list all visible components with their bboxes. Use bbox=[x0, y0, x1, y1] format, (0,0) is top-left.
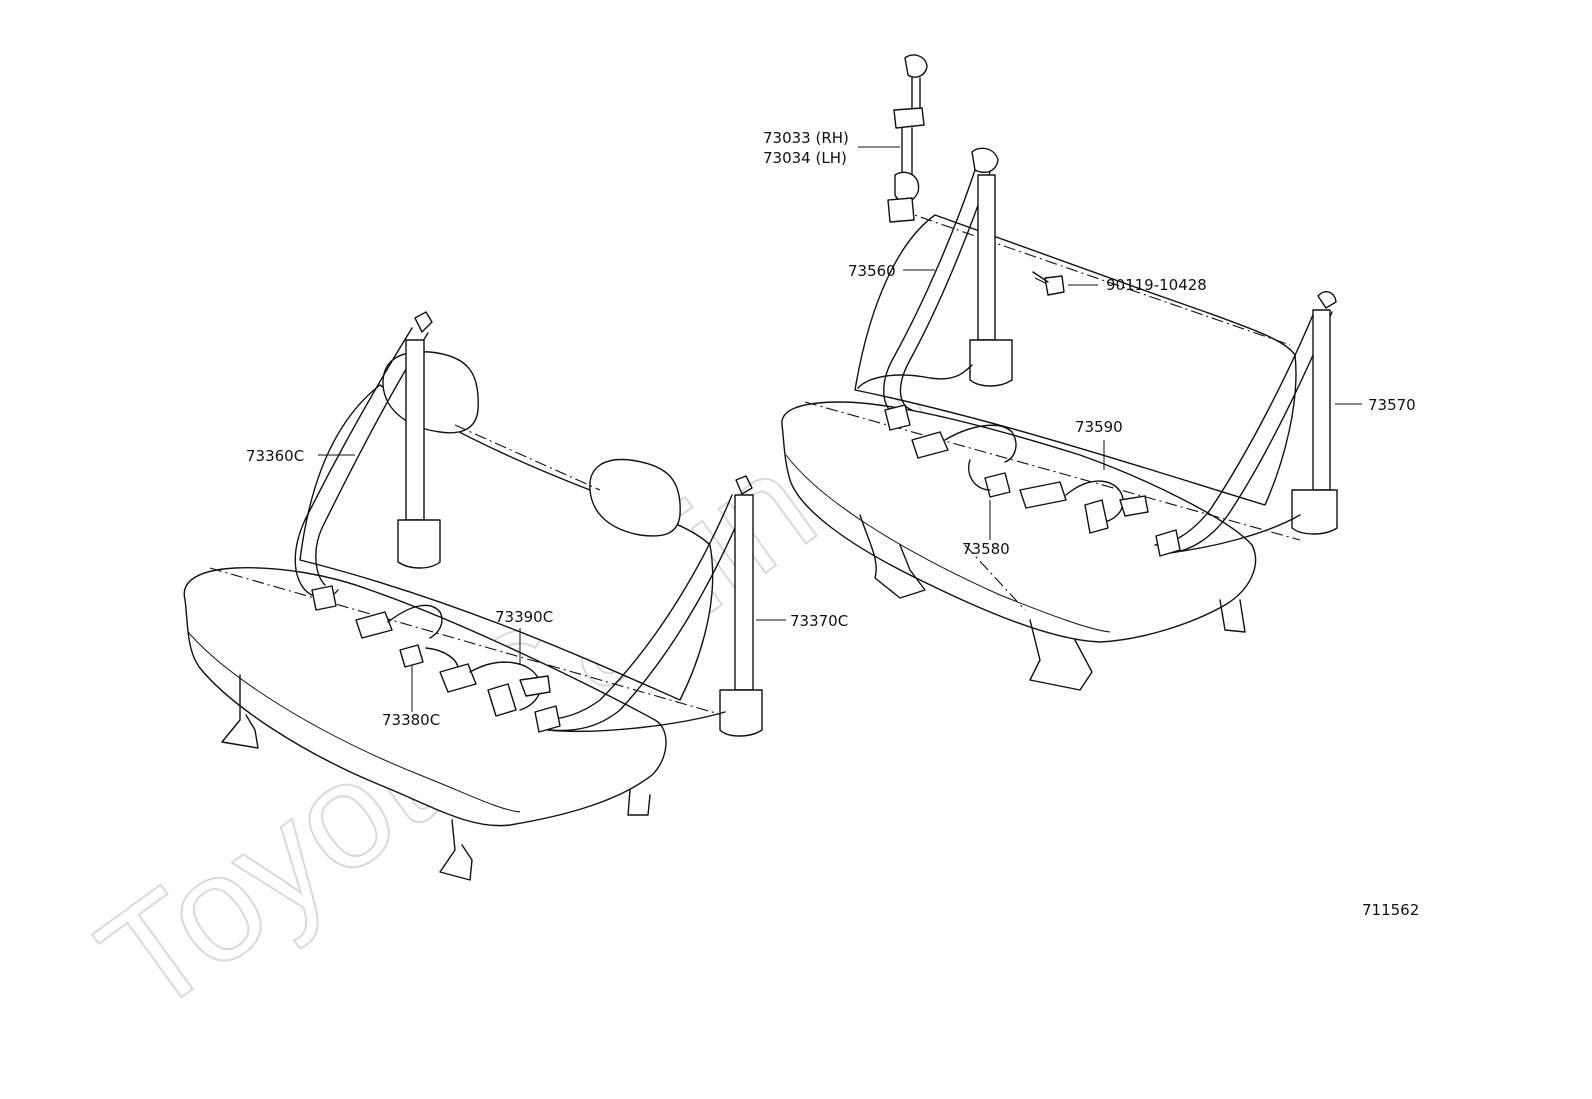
left-seat-leg-2 bbox=[439, 819, 473, 881]
right-seat-leg-3 bbox=[1219, 599, 1246, 633]
left-seat-belts bbox=[294, 311, 763, 737]
right-seat-leg-1 bbox=[859, 514, 926, 599]
label-73590: 73590 bbox=[1075, 418, 1123, 436]
callout-labels: 73033 (RH) 73034 (LH) 73560 90119-10428 … bbox=[246, 129, 1419, 919]
label-90119-10428: 90119-10428 bbox=[1106, 276, 1207, 294]
label-73370c: 73370C bbox=[790, 612, 848, 630]
label-73390c: 73390C bbox=[495, 608, 553, 626]
left-seat-leg-1 bbox=[221, 674, 259, 749]
right-seat-belts bbox=[857, 54, 1338, 557]
right-bench-seat bbox=[781, 209, 1301, 691]
left-seat-cushion bbox=[183, 567, 667, 827]
right-seat-backrest bbox=[854, 214, 1297, 506]
right-seat-cushion bbox=[781, 401, 1257, 643]
right-seat-leg-2 bbox=[1029, 619, 1093, 691]
label-73580: 73580 bbox=[962, 540, 1010, 558]
figure-number: 711562 bbox=[1362, 901, 1419, 919]
left-headrest-2 bbox=[589, 458, 681, 537]
left-seat-leg-3 bbox=[627, 789, 651, 816]
left-bench-seat bbox=[183, 351, 741, 881]
leader-lines bbox=[318, 146, 1362, 712]
label-73560: 73560 bbox=[848, 262, 896, 280]
label-73033: 73033 (RH) bbox=[763, 129, 849, 147]
label-73360c: 73360C bbox=[246, 447, 304, 465]
label-73380c: 73380C bbox=[382, 711, 440, 729]
label-73570: 73570 bbox=[1368, 396, 1416, 414]
label-73034: 73034 (LH) bbox=[763, 149, 847, 167]
